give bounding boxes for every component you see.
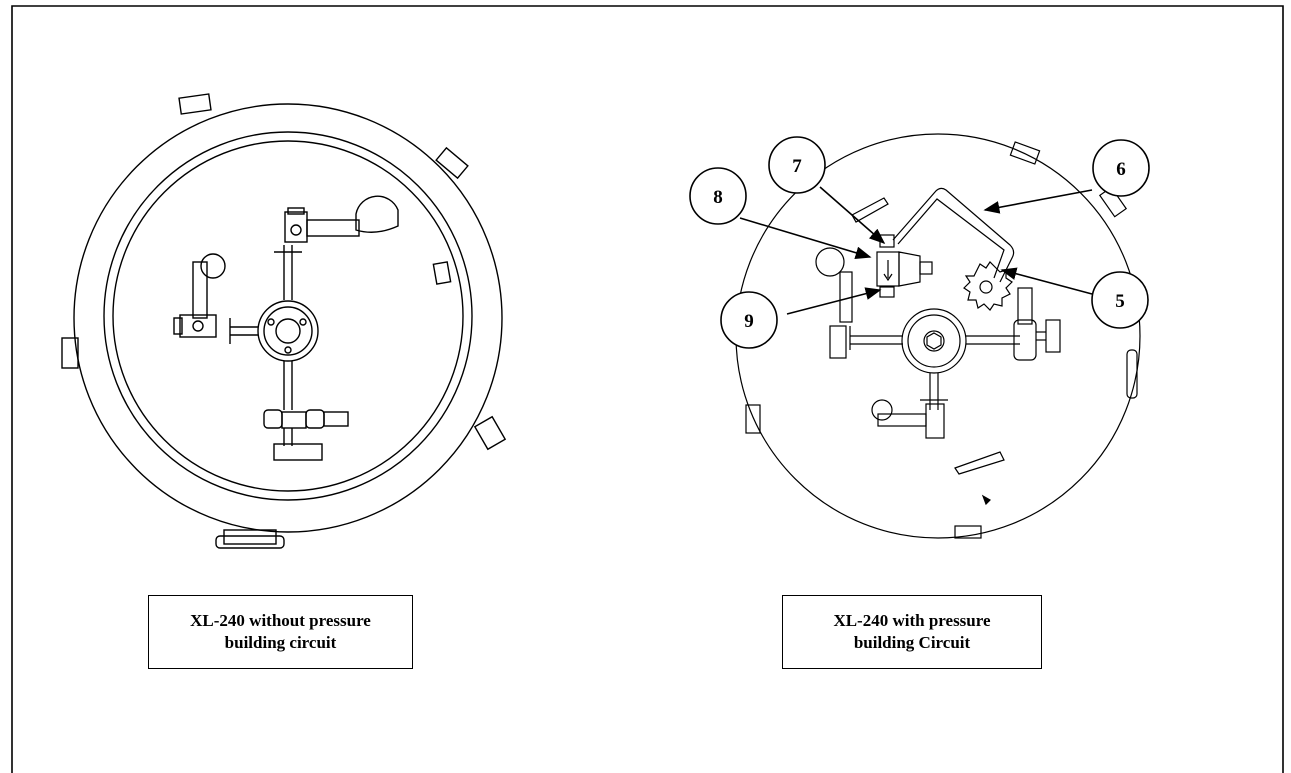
rim-lug [435, 146, 469, 180]
callout-group: 7 6 8 5 9 [689, 136, 1150, 349]
inner-ring-left [103, 131, 473, 501]
rim-lug [61, 337, 79, 369]
callout-leaders [739, 186, 1093, 315]
pressure-building-coil [892, 187, 1015, 283]
callout-8: 8 [689, 167, 747, 225]
caption-without-pressure-building: XL-240 without pressure building circuit [148, 595, 413, 669]
rim-lug [432, 261, 452, 285]
rim-lug [954, 525, 982, 539]
callout-5: 5 [1091, 271, 1149, 329]
rim-lug [745, 404, 761, 434]
rim-lug [215, 535, 285, 549]
economizer-cog [963, 261, 1013, 311]
valve-left [179, 314, 217, 338]
valve-bottom [263, 409, 283, 429]
rim-lug [178, 93, 212, 115]
valve-top [284, 211, 308, 243]
callout-label: 6 [1116, 159, 1126, 180]
callout-label: 7 [792, 156, 802, 177]
caption-line: XL-240 with pressure [833, 611, 991, 630]
leader-6 [983, 189, 1093, 214]
callout-6: 6 [1092, 139, 1150, 197]
central-manifold [257, 300, 319, 362]
callout-7: 7 [768, 136, 826, 194]
caption-line: building circuit [224, 633, 337, 652]
rim-lug [1126, 349, 1138, 399]
caption-line: XL-240 without pressure [190, 611, 371, 630]
caption-with-pressure-building: XL-240 with pressure building Circuit [782, 595, 1042, 669]
callout-label: 8 [713, 187, 723, 208]
tank-top-view-right [735, 133, 1141, 539]
leader-9 [786, 287, 882, 315]
leader-8 [739, 217, 872, 259]
rim-lug [1009, 141, 1041, 165]
callout-label: 9 [744, 311, 754, 332]
tank-top-view-left [61, 93, 507, 549]
rim-lug [223, 529, 277, 545]
callout-9: 9 [720, 291, 778, 349]
caption-line: building Circuit [853, 633, 971, 652]
rim-lug [473, 415, 507, 451]
central-manifold [901, 308, 967, 374]
outer-rim-left [73, 103, 503, 533]
page-border [11, 5, 1284, 773]
callout-label: 5 [1115, 291, 1125, 312]
outer-rim-right [735, 133, 1141, 539]
leader-5 [1000, 267, 1093, 295]
leader-7 [819, 186, 886, 245]
inner-ring-2-left [112, 140, 464, 492]
